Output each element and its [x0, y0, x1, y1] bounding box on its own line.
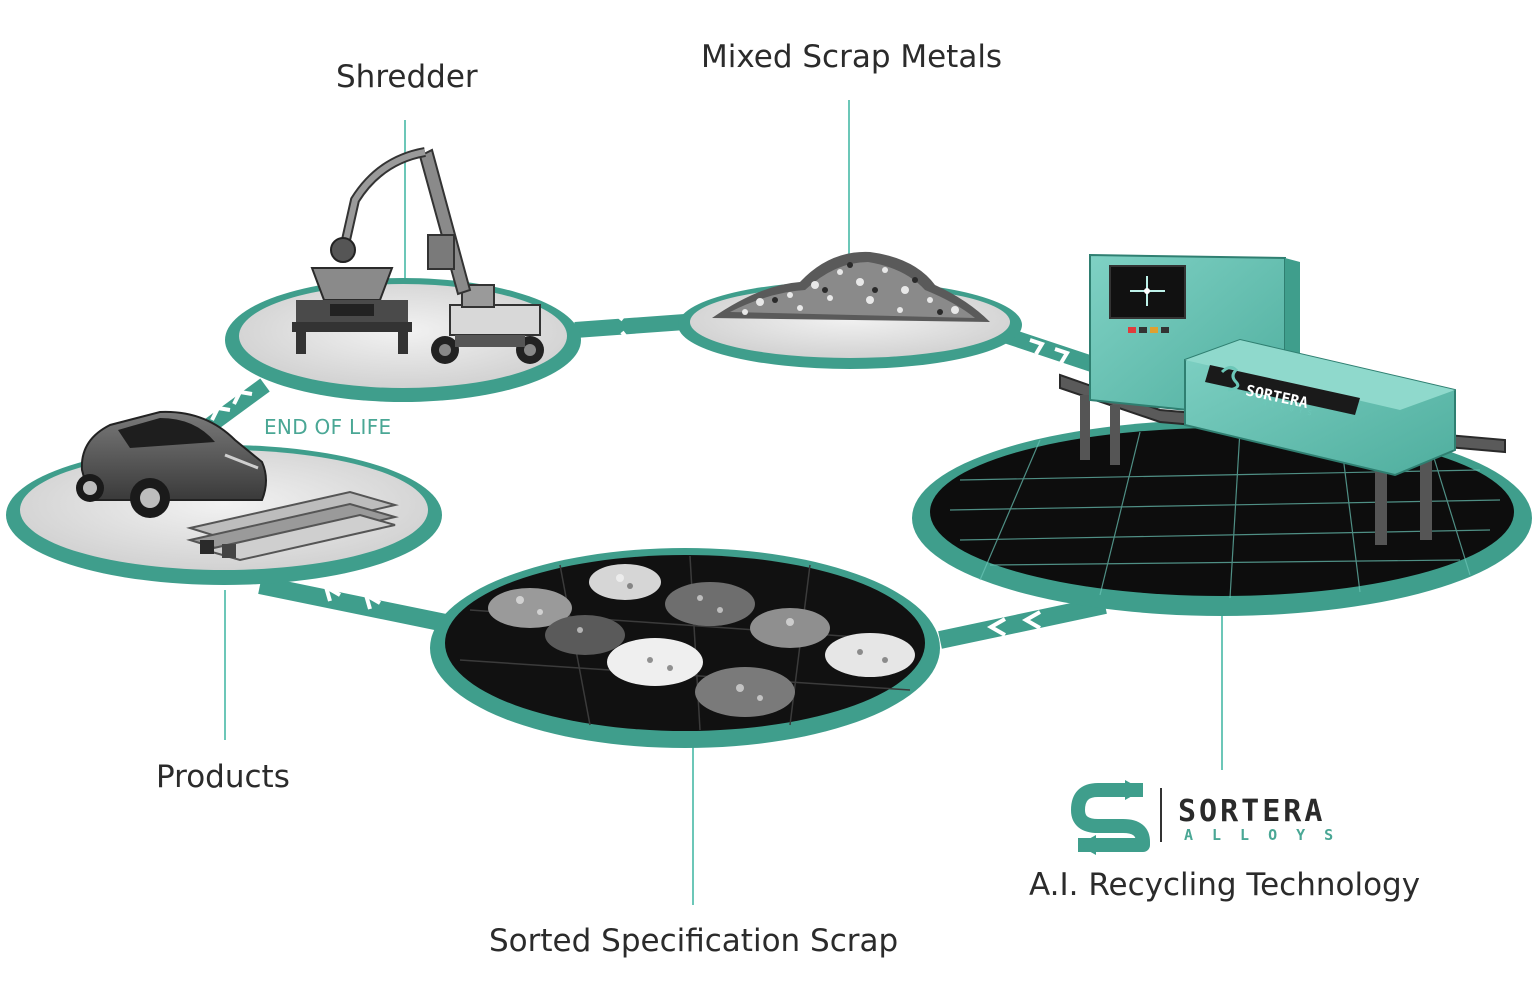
status-lights — [1128, 327, 1169, 333]
steel-profiles — [186, 490, 399, 562]
mixed-scrap-pile — [712, 251, 990, 322]
chevrons — [1029, 338, 1070, 365]
sortera-logo-icon — [1071, 780, 1150, 855]
chevrons — [618, 298, 633, 354]
sorted-scrap-station — [430, 548, 940, 748]
mixed-scrap-station — [678, 251, 1022, 369]
sorter-platform — [930, 428, 1514, 596]
label-shredder: Shredder — [336, 59, 478, 95]
chevrons — [322, 582, 381, 610]
leader-lines — [224, 100, 1223, 905]
chevrons — [986, 610, 1041, 637]
brand-name: SORTERA — [1178, 794, 1326, 829]
label-products: Products — [156, 759, 290, 795]
label-end-of-life: END OF LIFE — [264, 415, 392, 439]
sorter-station: SORTERA ALLOYS — [912, 253, 1532, 616]
products-station — [6, 410, 442, 585]
machine-logo-icon — [1220, 365, 1240, 392]
label-ai-tech: A.I. Recycling Technology — [1029, 867, 1421, 903]
label-mixed-scrap: Mixed Scrap Metals — [701, 39, 1003, 75]
flow-connectors — [185, 298, 1107, 649]
sorter-nameplate — [1205, 365, 1360, 415]
brand-sub: ALLOYS — [1184, 826, 1353, 844]
connector-sorter-sorted — [938, 596, 1107, 649]
car — [76, 410, 267, 518]
connector-mixed-sorter — [1002, 327, 1098, 373]
material-handler — [330, 147, 544, 364]
shredder-machine — [292, 267, 412, 354]
sorter-tunnel: SORTERA ALLOYS — [1184, 338, 1456, 477]
chevrons — [210, 389, 253, 421]
shredder-station — [225, 147, 581, 402]
connector-shredder-mixed — [574, 314, 686, 338]
sorted-piles — [488, 564, 915, 717]
connector-sorted-products — [258, 576, 457, 634]
label-sorted-scrap: Sorted Specification Scrap — [489, 923, 899, 959]
